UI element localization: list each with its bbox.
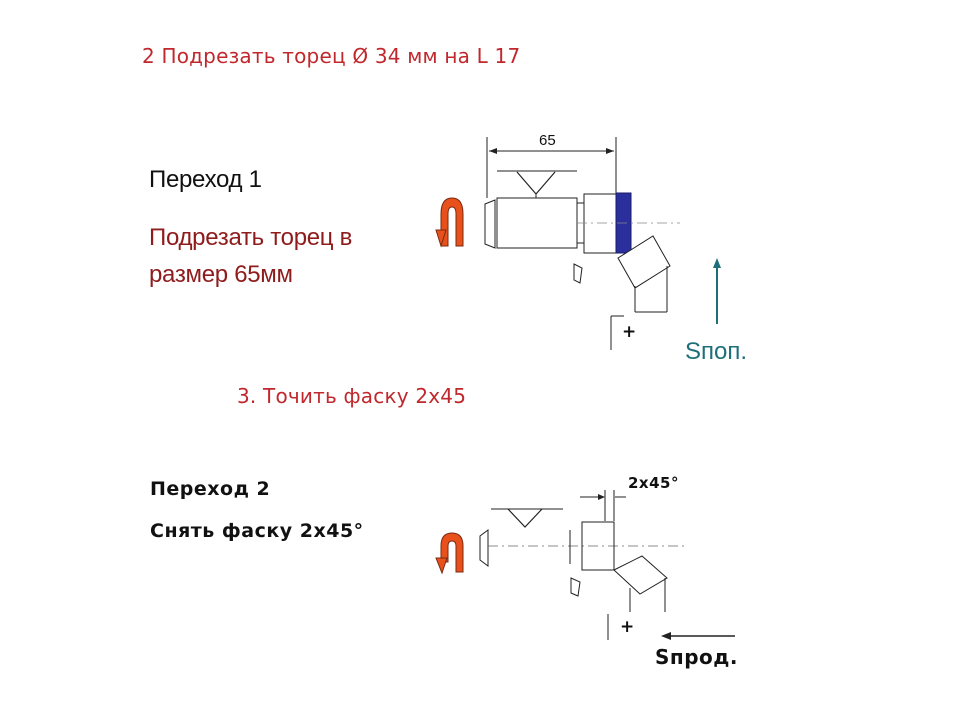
spindle-rotation-icon-2 [435,532,464,575]
chamfer-cutter-tool [613,555,668,612]
transition-1-feed-label: Sпоп. [685,338,748,365]
operation-3-heading: 3. Точить фаску 2х45 [237,384,467,408]
dimension-chamfer [580,490,626,521]
dimension-65-label: 65 [539,132,556,149]
surface-finish-symbol [497,170,577,198]
dimension-65 [486,137,617,198]
chuck-jaw-2 [479,529,489,567]
transition-1-desc-line-1: Подрезать торец в [149,224,353,251]
spindle-rotation-icon [435,197,464,248]
workpiece [496,192,680,254]
transition-1-description: Подрезать торец в размер 65мм [149,219,352,293]
chuck-jaw [484,199,496,249]
transition-2-title: Переход 2 [150,478,271,500]
transition-2-feed-label: Sпрод. [655,645,739,669]
longitudinal-feed-arrow [661,632,735,640]
transition-1-desc-line-2: размер 65мм [149,261,293,288]
operation-2-heading: 2 Подрезать торец Ø 34 мм на L 17 [142,44,521,68]
transition-2-plus: + [620,617,635,637]
center-mark [573,263,583,284]
cross-feed-arrow [713,258,721,324]
center-mark-2 [570,577,581,597]
tool-holder-mark [610,315,624,350]
transition-1-plus: + [622,322,637,342]
transition-2-description: Снять фаску 2х45° [150,520,364,542]
facing-cutter-tool [617,235,671,313]
surface-finish-symbol-2 [491,508,563,528]
dimension-chamfer-label: 2х45° [628,474,679,492]
transition-1-title: Переход 1 [149,166,262,193]
workpiece-2 [581,521,615,571]
